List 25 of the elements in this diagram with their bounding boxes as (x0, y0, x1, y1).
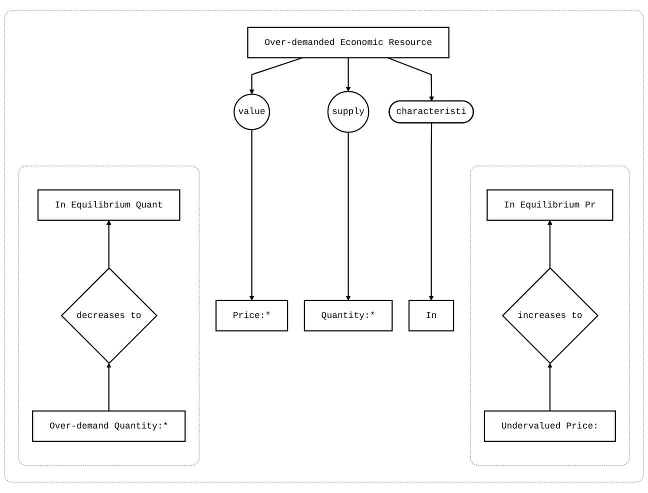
node-box: In Equilibrium Pr (486, 190, 614, 222)
arrow (106, 220, 112, 268)
cluster (18, 166, 200, 466)
node-box: Quantity:* (304, 300, 393, 332)
node-circle: supply (327, 91, 370, 134)
node-diamond: decreases to (60, 267, 158, 364)
node-box: Price:* (215, 300, 288, 332)
arrow (547, 220, 552, 268)
cluster (4, 10, 644, 483)
arrow (106, 363, 112, 412)
arrow (428, 123, 434, 301)
arrow (346, 58, 351, 92)
arrow (387, 57, 434, 102)
node-circle: value (234, 94, 270, 130)
node-box: Undervalued Price: (484, 410, 616, 442)
node-box: In Equilibrium Quant (37, 190, 180, 222)
arrow (346, 132, 351, 301)
cluster (470, 166, 630, 466)
node-box: Over-demand Quantity:* (32, 410, 186, 442)
node-box: Over-demanded Economic Resource (247, 27, 450, 58)
arrow (249, 130, 254, 301)
node-box: In (408, 300, 454, 332)
node-diamond: increases to (502, 267, 599, 364)
arrow (547, 363, 552, 412)
arrow (249, 57, 303, 95)
